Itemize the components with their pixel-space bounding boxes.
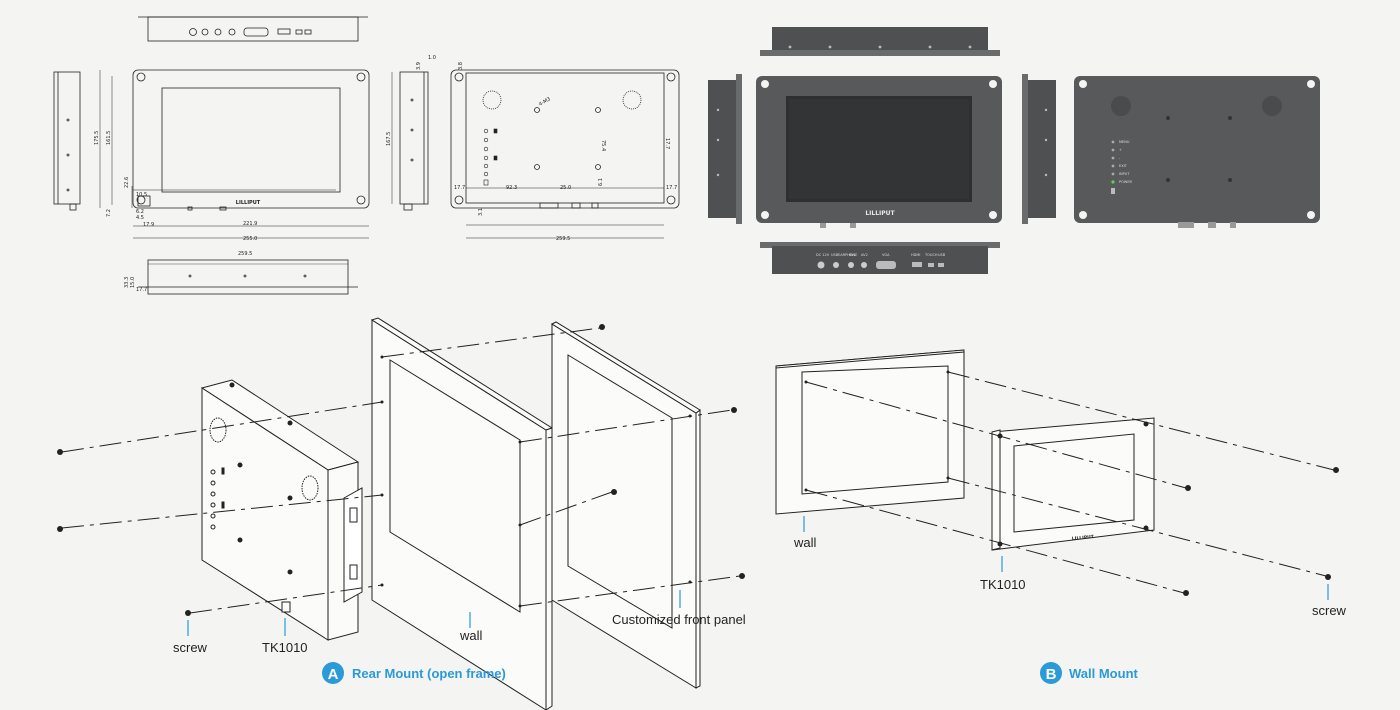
rear-mount-screws xyxy=(61,327,741,614)
rear-view-button-column xyxy=(483,128,498,186)
rear-mount-leaders xyxy=(187,590,681,636)
port-label-av1: AV1 xyxy=(849,253,856,257)
port-label-usb: USB xyxy=(831,253,839,257)
drawing-top-edge-view xyxy=(138,259,358,295)
dim-61: 6.1 xyxy=(598,178,604,186)
dim-226: 22.6 xyxy=(124,177,130,188)
screw-icon xyxy=(1325,574,1331,580)
dim-177: 17.7 xyxy=(664,138,670,149)
drawing-rear-view xyxy=(450,69,680,239)
photo-left-side xyxy=(708,74,742,224)
dim-38: 3.8 xyxy=(458,62,464,70)
rear-view-dimensions: 3.8 17.7 4-M3 75.4 17.7 92.3 25.0 6.1 17… xyxy=(454,62,677,242)
photo-port-labels: DC 12V USB EARPHONE AV1 AV2 VGA HDMI TOU… xyxy=(816,253,946,257)
port-label-vga: VGA xyxy=(882,253,890,257)
screw-icon xyxy=(185,610,191,616)
wall-mount-screw-label: screw xyxy=(1312,603,1347,618)
rear-mount-device-label: TK1010 xyxy=(262,640,308,655)
dim-105: 10.5 xyxy=(136,192,147,198)
screw-icon xyxy=(739,573,745,579)
drawing-front-view xyxy=(99,69,370,239)
wall-mount-device-logo: LILLIPUT xyxy=(1072,534,1095,542)
button-label-exit: EXIT xyxy=(1119,164,1128,168)
drawing-right-side-view xyxy=(391,71,429,211)
dim-2550: 255.0 xyxy=(243,236,257,242)
dim-height-outer: 175.5 xyxy=(94,131,100,145)
rear-mount-panel-label: Customized front panel xyxy=(612,612,746,627)
port-label-touch: TOUCH xyxy=(924,253,938,257)
photo-bottom-edge xyxy=(760,242,1000,274)
drawing-bottom-edge-view xyxy=(138,16,368,42)
dim-250: 25.0 xyxy=(560,185,571,191)
rear-mount-title: Rear Mount (open frame) xyxy=(352,666,506,681)
button-label-power: POWER xyxy=(1119,180,1133,184)
dim-2595-top: 259.5 xyxy=(238,251,252,257)
button-label-plus: + xyxy=(1119,148,1122,152)
photo-rear-button-labels: MENU + - EXIT INPUT POWER xyxy=(1119,140,1133,184)
dim-31: 3.1 xyxy=(478,208,484,216)
dim-754: 75.4 xyxy=(600,140,606,151)
screw-icon xyxy=(57,526,63,532)
port-label-usb2: USB xyxy=(938,253,946,257)
badge-a-letter: A xyxy=(328,666,339,683)
rear-mount-screw-heads xyxy=(57,324,745,616)
port-label-dc: DC 12V xyxy=(816,253,830,257)
drawing-left-side-view xyxy=(53,71,81,211)
dim-45: 4.5 xyxy=(136,215,144,221)
dim-39: 3.9 xyxy=(416,62,422,70)
dim-1675: 167.5 xyxy=(386,132,392,146)
badge-b-icon xyxy=(1040,662,1062,684)
front-logo-text: LILLIPUT xyxy=(236,200,261,206)
port-label-hdmi: HDMI xyxy=(911,253,920,257)
screw-icon xyxy=(1333,467,1339,473)
dim-72: 7.2 xyxy=(106,209,112,217)
screw-icon xyxy=(599,324,605,330)
wall-mount-diagram xyxy=(775,349,1155,551)
rear-mount-screw-label: screw xyxy=(173,640,208,655)
screw-icon xyxy=(1185,485,1191,491)
photo-front-logo: LILLIPUT xyxy=(865,210,895,217)
wall-mount-leaders xyxy=(803,516,1329,600)
rear-mount-diagram xyxy=(200,317,701,710)
dim-height-inner: 161.5 xyxy=(106,131,112,145)
dim-2595-rear: 259.5 xyxy=(556,236,570,242)
dim-10: 1.0 xyxy=(428,55,436,61)
screw-icon xyxy=(57,449,63,455)
wall-mount-caption: B Wall Mount xyxy=(1040,662,1139,684)
button-label-menu: MENU xyxy=(1119,140,1130,144)
screw-icon xyxy=(1183,590,1189,596)
front-view-dimensions: 175.5 161.5 22.6 7.2 10.5 6.2 4.5 17.9 2… xyxy=(94,131,257,242)
photo-top-edge xyxy=(760,27,1000,56)
dim-923: 92.3 xyxy=(506,185,517,191)
port-label-earphone: EARPHONE xyxy=(838,253,857,257)
dim-4m3: 4-M3 xyxy=(538,96,552,107)
button-label-minus: - xyxy=(1119,156,1121,160)
dim-177-left: 17.7 xyxy=(454,185,465,191)
photo-rear xyxy=(1074,76,1320,228)
wall-mount-screws xyxy=(805,371,1335,594)
wall-mount-title: Wall Mount xyxy=(1069,666,1139,681)
dim-179: 17.9 xyxy=(143,222,154,228)
wall-mount-device-label: TK1010 xyxy=(980,577,1026,592)
wall-mount-screw-heads xyxy=(804,370,1339,596)
dim-177-top: 17.7 xyxy=(136,287,147,293)
photo-front xyxy=(756,76,1002,228)
badge-b-letter: B xyxy=(1046,666,1057,683)
dim-150: 15.0 xyxy=(130,277,136,288)
dim-333: 33.3 xyxy=(124,277,130,288)
rear-mount-caption: A Rear Mount (open frame) xyxy=(322,662,506,684)
screw-icon xyxy=(731,407,737,413)
screw-icon xyxy=(611,489,617,495)
rear-mount-wall-label: wall xyxy=(459,628,483,643)
photo-right-side xyxy=(1022,74,1056,224)
button-label-input: INPUT xyxy=(1119,172,1130,176)
dim-62: 6.2 xyxy=(136,209,144,215)
badge-a-icon xyxy=(322,662,344,684)
wall-mount-wall-label: wall xyxy=(793,535,817,550)
port-label-av2: AV2 xyxy=(861,253,868,257)
dim-177-right: 17.7 xyxy=(666,185,677,191)
dim-2219: 221.9 xyxy=(243,221,257,227)
